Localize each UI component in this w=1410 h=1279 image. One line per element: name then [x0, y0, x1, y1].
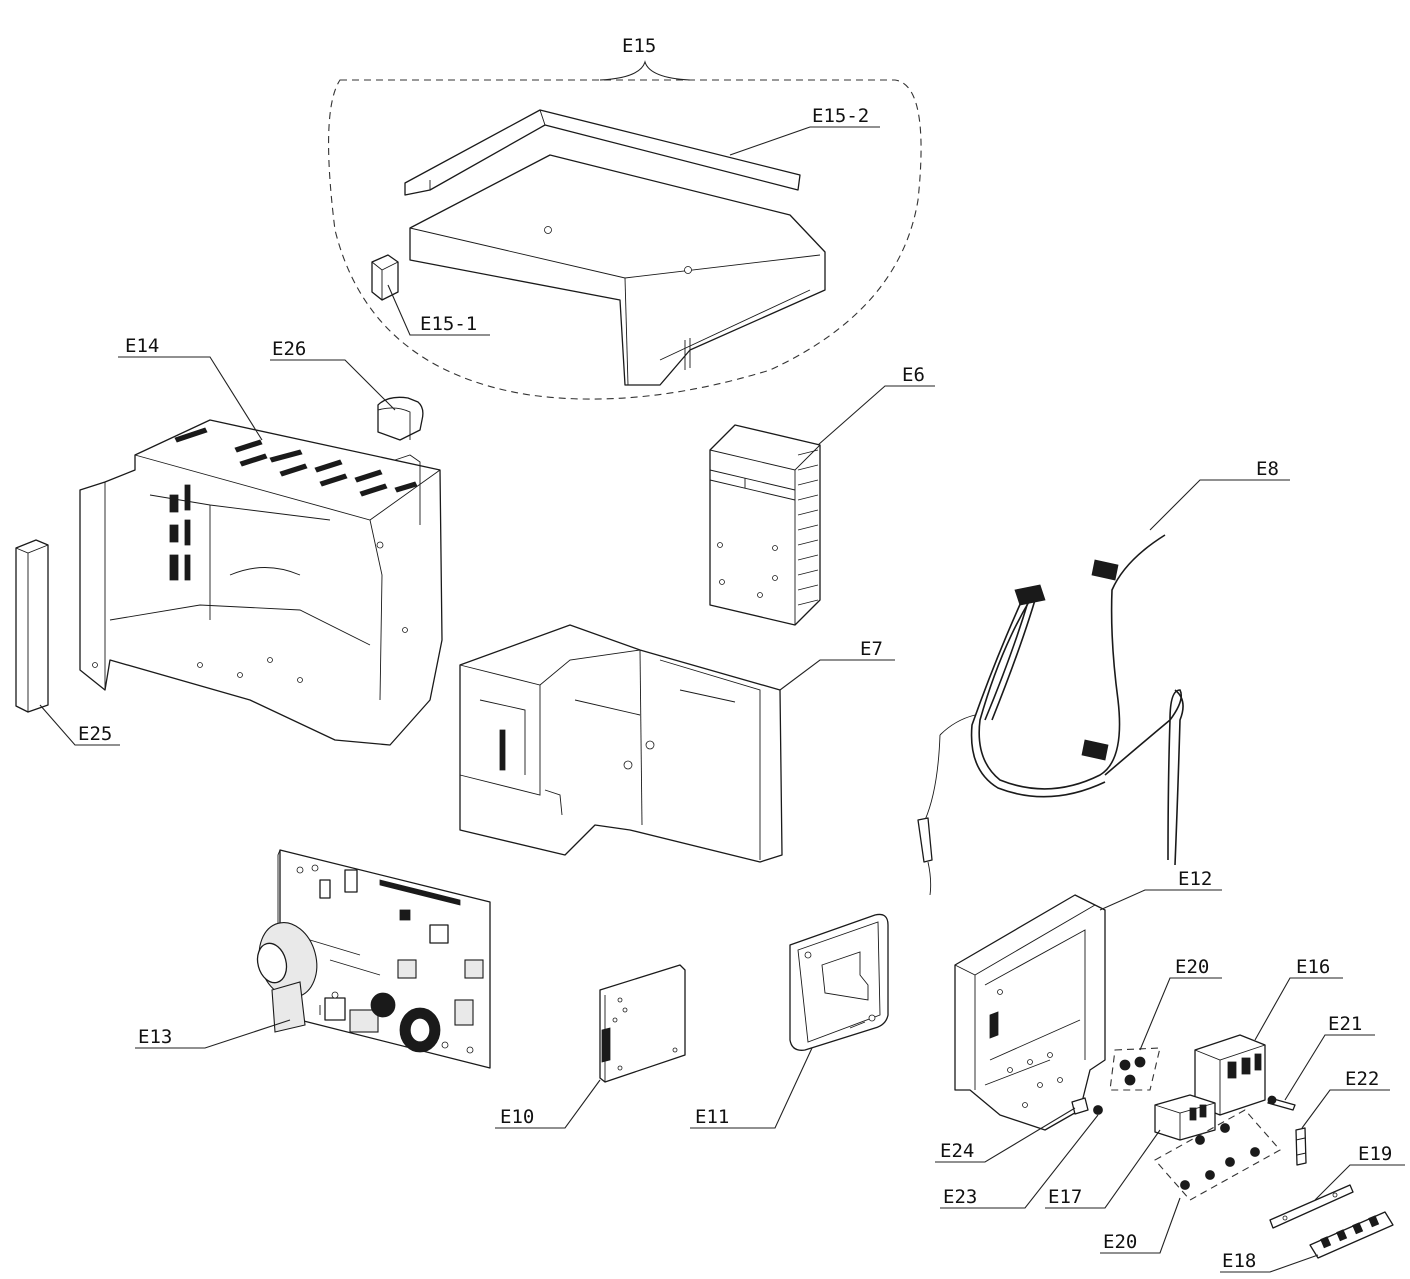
part-e13-pcb	[256, 849, 491, 1069]
chassis-vent-slots	[174, 427, 418, 497]
part-e11-plate	[789, 913, 889, 1051]
label-e20-bottom: E20	[1103, 1231, 1137, 1253]
e15-group-boundary	[328, 79, 922, 400]
label-e18: E18	[1222, 1250, 1256, 1272]
label-e22: E22	[1345, 1068, 1379, 1090]
part-e22-fuse	[1295, 1127, 1307, 1166]
leader-e6	[817, 385, 935, 446]
part-e23-screw	[1093, 1105, 1103, 1115]
label-e13: E13	[138, 1026, 172, 1048]
part-e15-1-block	[371, 254, 399, 301]
part-e24-clip	[1071, 1097, 1089, 1115]
part-e17-terminal	[1154, 1094, 1216, 1141]
label-e25: E25	[78, 723, 112, 745]
leader-e10	[495, 1079, 601, 1129]
leader-e22	[1301, 1089, 1390, 1129]
label-e7: E7	[860, 638, 883, 660]
leader-e23	[940, 1114, 1099, 1209]
label-e6: E6	[902, 364, 925, 386]
leader-lines	[39, 126, 1405, 1273]
leader-e12	[1099, 889, 1222, 911]
part-e15-cover	[409, 154, 826, 386]
leader-e18	[1220, 1254, 1319, 1273]
leader-e19	[1314, 1164, 1405, 1201]
label-e10: E10	[500, 1106, 534, 1128]
label-e15: E15	[622, 35, 656, 57]
part-e8-harness	[917, 534, 1184, 896]
label-e20-top: E20	[1175, 956, 1209, 978]
part-e7-frame	[459, 624, 783, 863]
part-e12-bracket	[954, 894, 1106, 1131]
part-e26-cap	[377, 396, 424, 441]
leader-e14	[118, 356, 263, 441]
leader-e11	[690, 1047, 813, 1129]
leader-e20-top	[1139, 977, 1222, 1051]
label-e19: E19	[1358, 1143, 1392, 1165]
leader-e24	[935, 1107, 1076, 1163]
label-e16: E16	[1296, 956, 1330, 978]
part-e15-2-frame	[404, 109, 801, 196]
part-e18-strip	[1309, 1211, 1394, 1259]
label-e15-1: E15-1	[420, 313, 477, 335]
part-e6-heatsink	[709, 424, 821, 626]
part-labels: E15 E15-2 E15-1 E14 E26 E6 E8 E25 E7 E12…	[78, 35, 1392, 1272]
label-e11: E11	[695, 1106, 729, 1128]
label-e23: E23	[943, 1186, 977, 1208]
leader-e20-bottom	[1100, 1197, 1181, 1254]
label-e17: E17	[1048, 1186, 1082, 1208]
leader-e21	[1284, 1034, 1375, 1101]
label-e15-2: E15-2	[812, 105, 869, 127]
part-e19-bar	[1269, 1184, 1354, 1229]
label-e24: E24	[940, 1140, 974, 1162]
label-e14: E14	[125, 335, 159, 357]
leader-e25	[39, 704, 120, 746]
part-e14-chassis	[79, 419, 443, 746]
leader-e17	[1045, 1129, 1161, 1209]
leader-e15-1	[387, 284, 490, 336]
part-e20-screws-top	[1109, 1047, 1161, 1091]
leader-e26	[270, 359, 396, 411]
leader-e13	[135, 1019, 291, 1049]
leader-e16	[1254, 977, 1343, 1041]
leader-e15-2	[729, 126, 880, 156]
part-e10-pcb	[599, 964, 686, 1083]
leader-e7	[779, 659, 895, 691]
e15-group-brace	[599, 60, 691, 81]
part-e20-screws-bottom	[1154, 1109, 1281, 1201]
part-e25-bar	[15, 539, 49, 713]
part-e21-screw	[1267, 1095, 1296, 1111]
label-e8: E8	[1256, 458, 1279, 480]
leader-e8	[1149, 479, 1290, 531]
label-e21: E21	[1328, 1013, 1362, 1035]
group-e15	[328, 60, 922, 400]
label-e26: E26	[272, 338, 306, 360]
label-e12: E12	[1178, 868, 1212, 890]
